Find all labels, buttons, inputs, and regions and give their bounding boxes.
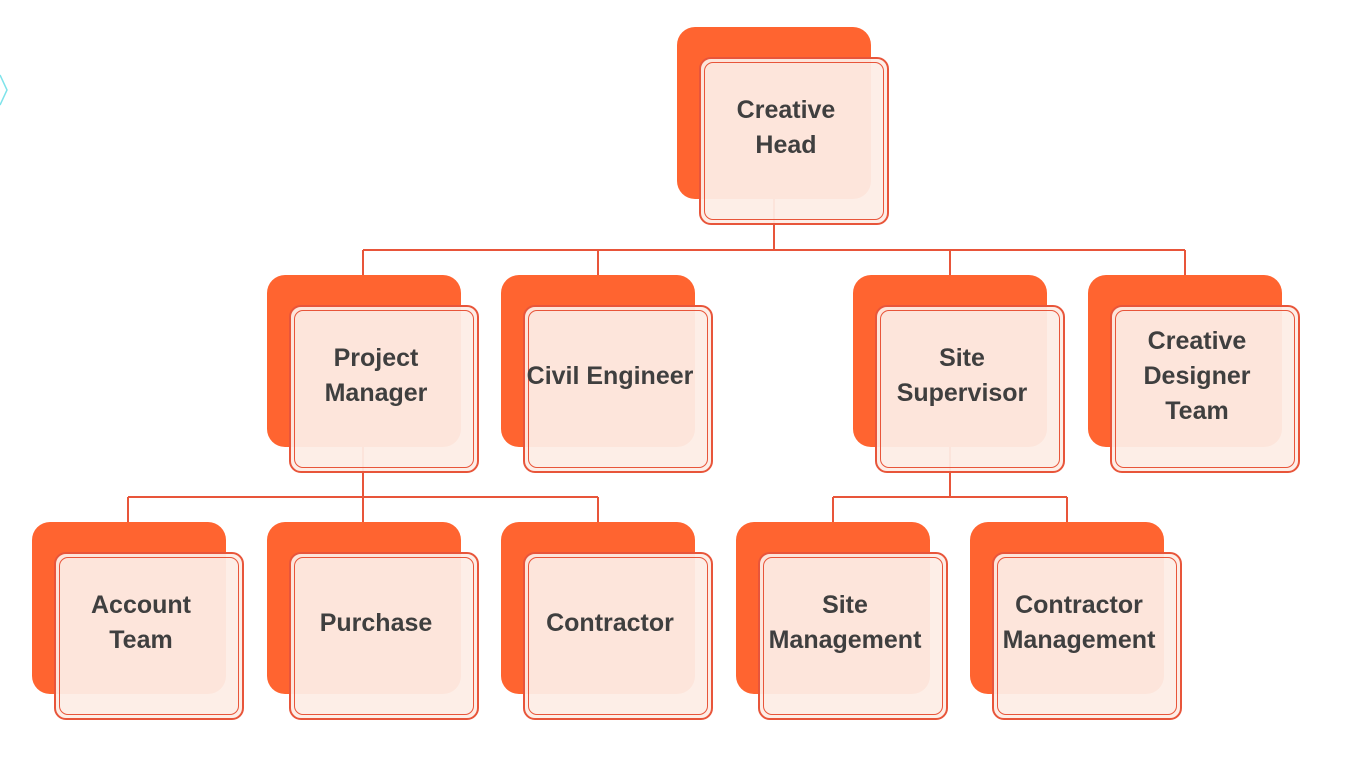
node-card xyxy=(699,57,889,225)
node-card xyxy=(523,305,713,473)
node-label: Project Manager xyxy=(324,344,428,407)
node-card xyxy=(875,305,1065,473)
node-card xyxy=(54,552,244,720)
node-card xyxy=(758,552,948,720)
node-label: Site Management xyxy=(768,591,922,654)
node-card xyxy=(289,305,479,473)
node-label: Contractor xyxy=(546,608,674,637)
node-label: Contractor Management xyxy=(1002,591,1156,654)
node-label: Creative Head xyxy=(736,96,836,159)
node-label: Civil Engineer xyxy=(526,361,694,390)
node-label: Site Supervisor xyxy=(896,344,1028,407)
node-card xyxy=(289,552,479,720)
node-card xyxy=(1110,305,1300,473)
node-label: Account Team xyxy=(91,591,191,654)
node-label: Creative Designer Team xyxy=(1143,326,1251,425)
node-card xyxy=(523,552,713,720)
connector-project-manager-to-team xyxy=(127,446,599,523)
node-label: Purchase xyxy=(319,608,433,637)
node-card xyxy=(992,552,1182,720)
decorative-outline-shape xyxy=(0,74,8,106)
